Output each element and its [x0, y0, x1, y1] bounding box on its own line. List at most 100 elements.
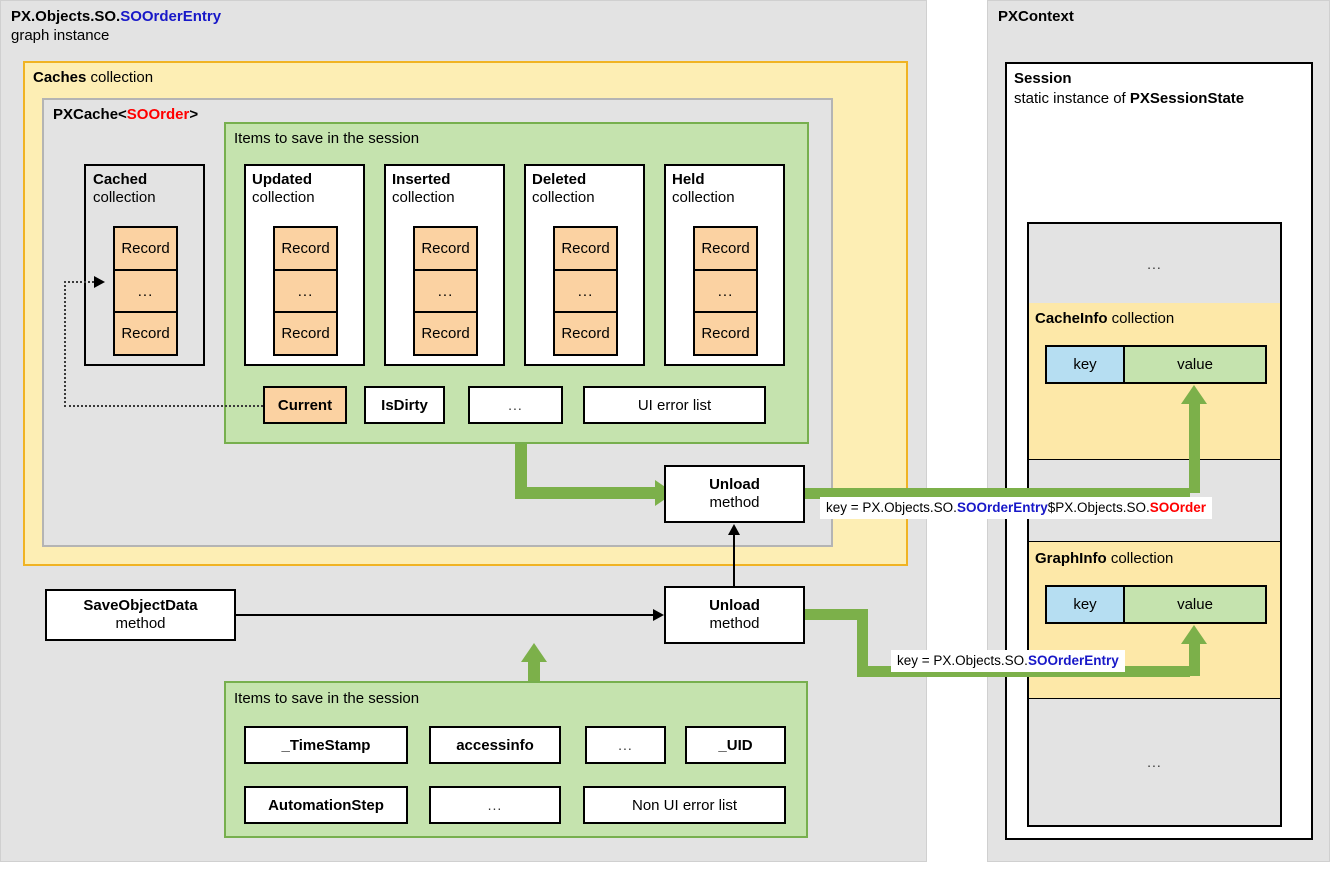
left-panel-title: PX.Objects.SO.SOOrderEntry: [11, 8, 531, 26]
graph-unload-name: Unload: [709, 597, 760, 614]
pxcache-title-generic: SOOrder: [126, 106, 190, 123]
deleted-collection-subtitle: collection: [532, 189, 595, 206]
record-item: Record: [693, 313, 758, 356]
session-subtitle-bold: PXSessionState: [1129, 90, 1245, 107]
updated-collection-name: Updated: [252, 171, 312, 188]
graph-unload-subtitle: method: [709, 615, 760, 632]
record-item: Record: [113, 313, 178, 356]
cache-key-arrow-horizontal: [805, 488, 1190, 499]
save-object-data-name: SaveObjectData: [83, 597, 198, 614]
cache-items-to-save-title: Items to save in the session: [234, 130, 420, 147]
cache-unload-name: Unload: [709, 476, 760, 493]
cache-key-arrow-vertical: [1189, 403, 1200, 493]
left-panel-title-prefix: PX.Objects.SO.: [11, 8, 121, 25]
graph-item-ellipsis-1: ...: [585, 726, 666, 764]
graph-to-cache-unload-arrowhead: [728, 524, 740, 535]
graph-item-ellipsis-2: ...: [429, 786, 561, 824]
record-item: Record: [553, 313, 618, 356]
saveobjectdata-to-unload-line: [236, 614, 654, 616]
left-panel-subtitle: graph instance: [11, 27, 110, 44]
record-item: ...: [413, 271, 478, 313]
flag-isdirty: IsDirty: [364, 386, 445, 424]
inserted-record-stack: Record ... Record: [413, 226, 478, 356]
graphinfo-title-rest: collection: [1106, 550, 1174, 567]
inserted-collection-name: Inserted: [392, 171, 451, 188]
graphinfo-value-cell: value: [1125, 585, 1267, 624]
cache-unload-subtitle: method: [709, 494, 760, 511]
deleted-record-stack: Record ... Record: [553, 226, 618, 356]
cache-items-arrow-vertical: [515, 444, 527, 490]
record-item: Record: [113, 226, 178, 271]
cacheinfo-key-cell: key: [1045, 345, 1125, 384]
record-item: Record: [413, 226, 478, 271]
left-panel-title-class: SOOrderEntry: [120, 8, 222, 25]
updated-record-stack: Record ... Record: [273, 226, 338, 356]
record-item: ...: [273, 271, 338, 313]
graph-key-arrow-seg4: [1189, 643, 1200, 676]
graph-key-prefix: key = PX.Objects.SO.: [897, 653, 1028, 668]
graph-key-arrowhead: [1181, 625, 1207, 644]
graph-item-uid: _UID: [685, 726, 786, 764]
caches-title-bold: Caches: [33, 69, 87, 86]
graph-item-automationstep: AutomationStep: [244, 786, 408, 824]
cached-record-stack: Record ... Record: [113, 226, 178, 356]
graphinfo-collection-title: GraphInfo collection: [1035, 550, 1173, 567]
graph-item-non-ui-error-list: Non UI error list: [583, 786, 786, 824]
caches-collection-title: Caches collection: [33, 69, 153, 86]
cached-collection-subtitle: collection: [93, 189, 156, 206]
graph-unload-method-box: Unload method: [664, 586, 805, 644]
inserted-collection-subtitle: collection: [392, 189, 455, 206]
pxcache-title-prefix: PXCache<: [53, 106, 127, 123]
graph-items-arrowhead: [521, 643, 547, 662]
record-item: ...: [693, 271, 758, 313]
cache-items-arrow-horizontal: [515, 487, 663, 499]
record-item: ...: [113, 271, 178, 313]
graph-to-cache-unload-line: [733, 534, 735, 590]
record-item: Record: [273, 226, 338, 271]
record-item: Record: [553, 226, 618, 271]
current-to-cached-dotted-arm: [64, 281, 94, 283]
flag-ui-error-list: UI error list: [583, 386, 766, 424]
save-object-data-box: SaveObjectData method: [45, 589, 236, 641]
graph-key-arrow-seg1: [805, 609, 868, 620]
save-object-data-subtitle: method: [115, 615, 166, 632]
held-collection-subtitle: collection: [672, 189, 735, 206]
session-name: Session: [1014, 70, 1072, 87]
cached-collection-name: Cached: [93, 171, 148, 188]
session-slot-top: ...: [1027, 222, 1282, 305]
updated-collection-subtitle: collection: [252, 189, 315, 206]
held-record-stack: Record ... Record: [693, 226, 758, 356]
cache-key-separator: $PX.Objects.SO.: [1047, 500, 1150, 515]
graph-key-label: key = PX.Objects.SO.SOOrderEntry: [891, 650, 1125, 672]
pxcache-title-suffix: >: [189, 106, 199, 123]
graph-items-arrow-stem: [528, 660, 540, 682]
held-collection-name: Held: [672, 171, 705, 188]
cacheinfo-collection-title: CacheInfo collection: [1035, 310, 1174, 327]
graph-item-accessinfo: accessinfo: [429, 726, 561, 764]
graphinfo-title-bold: GraphInfo: [1035, 550, 1107, 567]
flag-current: Current: [263, 386, 347, 424]
record-item: Record: [693, 226, 758, 271]
graph-key-entry: SOOrderEntry: [1027, 653, 1119, 668]
flag-ellipsis: ...: [468, 386, 563, 424]
record-item: Record: [413, 313, 478, 356]
caches-title-rest: collection: [86, 69, 154, 86]
record-item: ...: [553, 271, 618, 313]
cache-key-prefix: key = PX.Objects.SO.: [826, 500, 957, 515]
graph-key-arrow-seg2: [857, 609, 868, 676]
deleted-collection-name: Deleted: [532, 171, 587, 188]
session-subtitle-prefix: static instance of: [1014, 90, 1130, 107]
graph-items-to-save-title: Items to save in the session: [234, 690, 420, 707]
record-item: Record: [273, 313, 338, 356]
cache-key-dac: SOOrder: [1149, 500, 1207, 515]
current-to-cached-dotted-vertical: [64, 281, 66, 407]
cache-key-arrowhead: [1181, 385, 1207, 404]
saveobjectdata-to-unload-arrowhead: [653, 609, 664, 621]
cacheinfo-title-rest: collection: [1107, 310, 1175, 327]
cacheinfo-title-bold: CacheInfo: [1035, 310, 1108, 327]
cache-key-entry: SOOrderEntry: [956, 500, 1048, 515]
pxcache-title: PXCache<SOOrder>: [53, 106, 198, 123]
session-subtitle: static instance of PXSessionState: [1014, 90, 1244, 107]
cacheinfo-value-cell: value: [1125, 345, 1267, 384]
